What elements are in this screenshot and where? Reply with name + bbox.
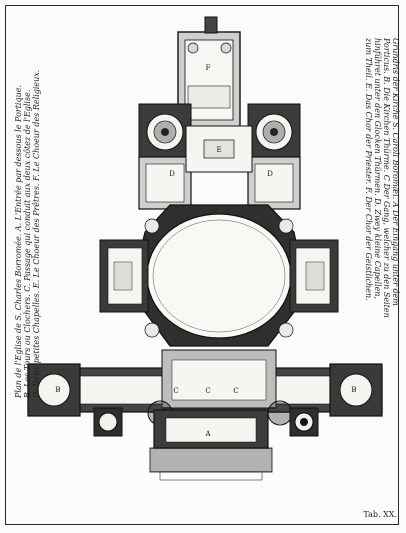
plate-border bbox=[5, 5, 399, 525]
label-a: A bbox=[204, 430, 211, 438]
portico-a bbox=[149, 409, 273, 481]
caption-fr-line-2: B. Les Tours ou Clochers. C. Passage qui… bbox=[23, 89, 32, 398]
caption-fr-line-1: Plan de l'Eglise de S. Charles Borromée.… bbox=[14, 84, 23, 398]
nave-side-chapels bbox=[99, 218, 339, 338]
label-c-mid: C bbox=[205, 387, 210, 395]
caption-de-line-2: Porticus. B. Die Kirchen Thürme. C Der G… bbox=[382, 38, 391, 318]
bell-tower-bases bbox=[93, 407, 319, 437]
plate-number: Tab. XX. bbox=[363, 510, 397, 519]
label-f: F bbox=[206, 64, 211, 72]
oval-nave bbox=[137, 204, 301, 347]
label-d-left: D bbox=[169, 170, 175, 178]
label-c-right: C bbox=[233, 387, 238, 395]
caption-de-line-4: zum Theil. E. Das Chor der Priester. F. … bbox=[364, 38, 373, 301]
label-e: E bbox=[216, 146, 221, 154]
chapels-d bbox=[138, 156, 301, 210]
label-c-left: C bbox=[173, 387, 178, 395]
caption-de-line-1: Grundris der Kirche S. Caroli Boromæi. A… bbox=[391, 38, 400, 306]
presbytery-e bbox=[185, 125, 253, 173]
label-b-left: B bbox=[55, 386, 60, 394]
label-d-right: D bbox=[267, 170, 273, 178]
caption-fr-line-3: D. Deux petites Chapelles. E. Le Choeur … bbox=[32, 69, 41, 398]
upper-stair-towers bbox=[138, 103, 301, 161]
label-b-right: B bbox=[351, 386, 356, 394]
caption-de-line-3: hinführet unter den Glocken Thürmen. D. … bbox=[373, 38, 382, 300]
